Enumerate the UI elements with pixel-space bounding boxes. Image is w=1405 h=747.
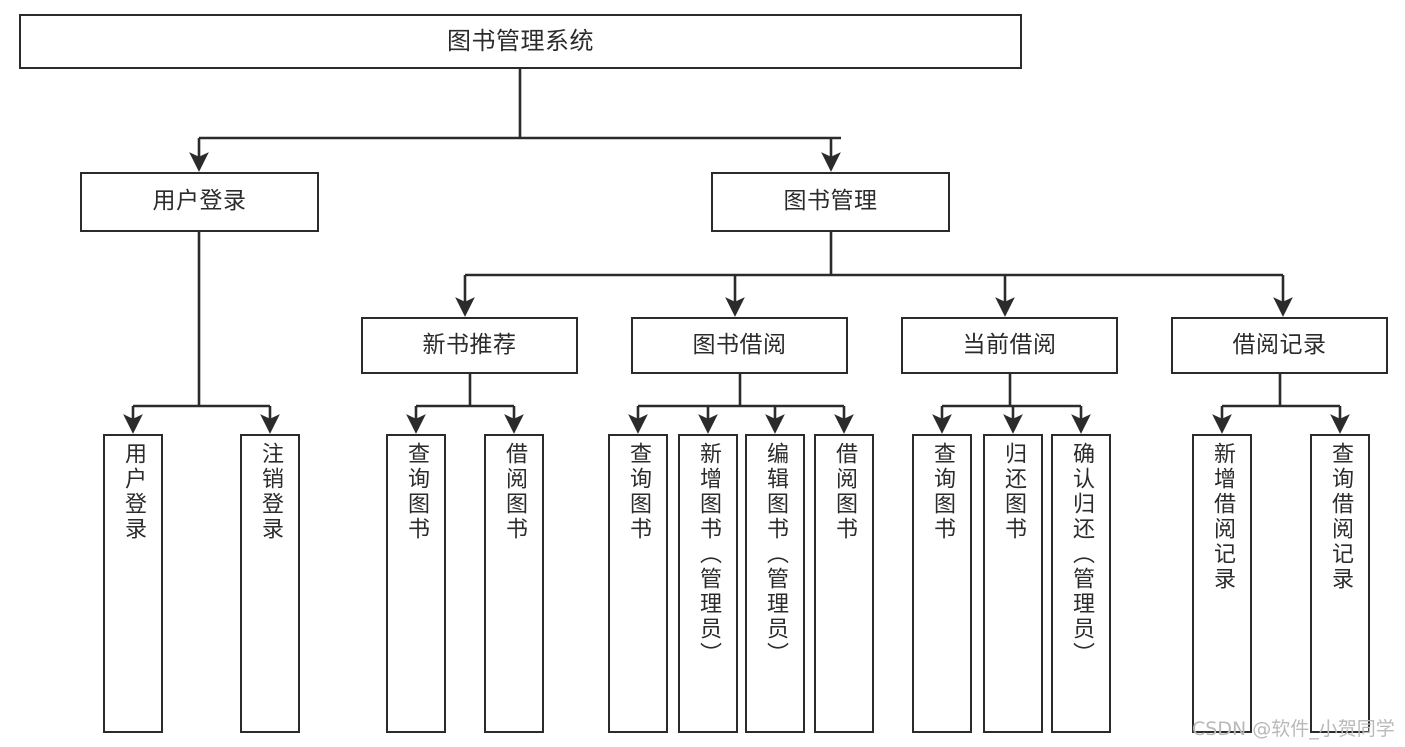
node-book-manage[interactable]: 图书管理 (711, 172, 950, 232)
node-leaf-query-record-label: 查询借阅记录 (1328, 442, 1353, 592)
node-leaf-add-book[interactable]: 新增图书（管理员） (678, 434, 738, 733)
node-leaf-query-book-c-label: 查询图书 (930, 442, 955, 542)
node-leaf-return-book[interactable]: 归还图书 (983, 434, 1043, 733)
node-leaf-query-book-b[interactable]: 查询图书 (608, 434, 668, 733)
node-leaf-return-book-label: 归还图书 (1001, 442, 1026, 542)
node-leaf-borrow-book-b-label: 借阅图书 (832, 442, 857, 542)
node-leaf-query-record[interactable]: 查询借阅记录 (1310, 434, 1370, 733)
node-leaf-query-book-a[interactable]: 查询图书 (386, 434, 446, 733)
node-leaf-confirm-return[interactable]: 确认归还（管理员） (1051, 434, 1111, 733)
node-new-book-recommend[interactable]: 新书推荐 (361, 317, 578, 374)
node-current-borrow[interactable]: 当前借阅 (901, 317, 1118, 374)
node-borrow-record[interactable]: 借阅记录 (1171, 317, 1388, 374)
node-leaf-user-login[interactable]: 用户登录 (103, 434, 163, 733)
node-leaf-query-book-a-label: 查询图书 (404, 442, 429, 542)
node-leaf-add-book-label: 新增图书（管理员） (696, 442, 721, 667)
node-new-book-recommend-label: 新书推荐 (422, 331, 517, 358)
node-leaf-logout[interactable]: 注销登录 (240, 434, 300, 733)
node-current-borrow-label: 当前借阅 (962, 331, 1057, 358)
node-leaf-add-record[interactable]: 新增借阅记录 (1192, 434, 1252, 733)
node-root[interactable]: 图书管理系统 (19, 14, 1022, 69)
node-borrow-record-label: 借阅记录 (1232, 331, 1327, 358)
node-book-borrow[interactable]: 图书借阅 (631, 317, 848, 374)
node-leaf-borrow-book-a-label: 借阅图书 (502, 442, 527, 542)
node-user-login-label: 用户登录 (152, 188, 247, 215)
node-book-borrow-label: 图书借阅 (692, 331, 787, 358)
node-leaf-confirm-return-label: 确认归还（管理员） (1069, 442, 1094, 667)
node-leaf-add-record-label: 新增借阅记录 (1210, 442, 1235, 592)
node-leaf-query-book-b-label: 查询图书 (626, 442, 651, 542)
node-leaf-edit-book[interactable]: 编辑图书（管理员） (745, 434, 805, 733)
node-leaf-borrow-book-a[interactable]: 借阅图书 (484, 434, 544, 733)
node-leaf-edit-book-label: 编辑图书（管理员） (763, 442, 788, 667)
node-leaf-borrow-book-b[interactable]: 借阅图书 (814, 434, 874, 733)
node-user-login[interactable]: 用户登录 (80, 172, 319, 232)
csdn-watermark: CSDN @软件_小贺同学 (1192, 718, 1395, 740)
node-leaf-query-book-c[interactable]: 查询图书 (912, 434, 972, 733)
node-book-manage-label: 图书管理 (783, 188, 878, 215)
node-leaf-user-login-label: 用户登录 (121, 442, 146, 542)
node-root-label: 图书管理系统 (447, 27, 594, 56)
node-leaf-logout-label: 注销登录 (258, 442, 283, 542)
